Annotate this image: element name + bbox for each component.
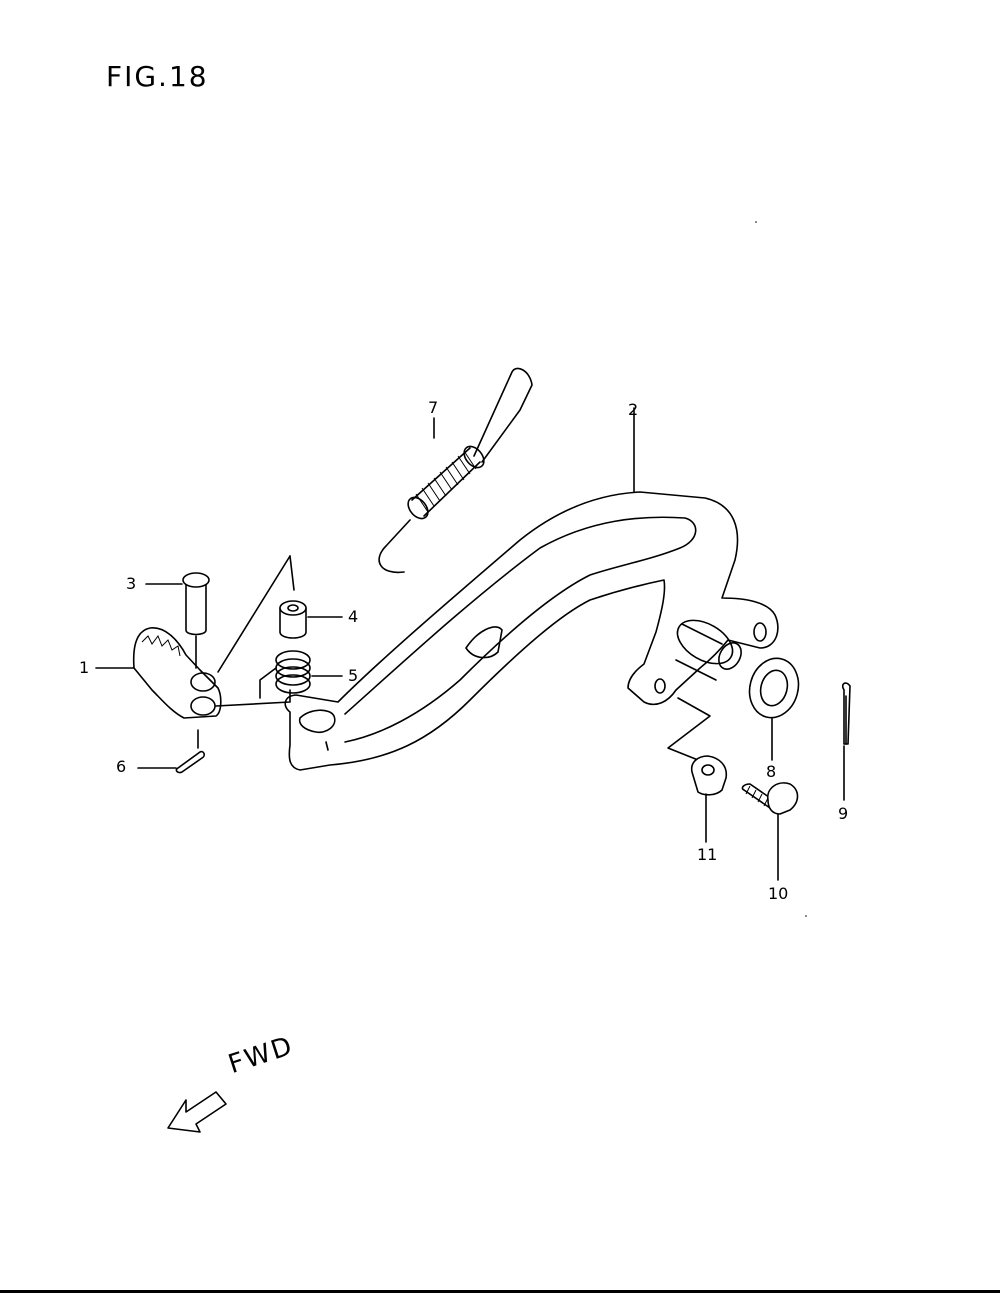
callout-7: 7 — [428, 398, 439, 417]
coil-spring-part-5 — [275, 650, 343, 694]
pedal-tip-part-1 — [95, 627, 222, 719]
pin-part-3 — [145, 572, 210, 669]
spring-part-7 — [378, 367, 533, 574]
cotter-pin-part-9 — [841, 682, 851, 801]
callout-3: 3 — [126, 574, 137, 593]
nut-part-11 — [690, 755, 728, 843]
brake-pedal-part-2 — [284, 407, 779, 771]
bolt-part-10 — [741, 782, 799, 881]
scan-specks — [755, 221, 807, 917]
callout-6: 6 — [116, 757, 127, 776]
bottom-border — [0, 1290, 1000, 1293]
callout-10: 10 — [768, 884, 789, 903]
washer-part-8 — [748, 657, 800, 761]
callout-1: 1 — [79, 658, 90, 677]
figure-title: FIG.18 — [106, 60, 209, 93]
cotter-pin-part-6 — [137, 750, 205, 774]
fwd-arrow-icon — [167, 1091, 227, 1133]
collar-part-4 — [279, 600, 343, 639]
assembly-lines — [197, 555, 711, 761]
callout-9: 9 — [838, 804, 849, 823]
callout-11: 11 — [697, 845, 718, 864]
callout-2: 2 — [628, 400, 639, 419]
callout-8: 8 — [766, 762, 777, 781]
callout-5: 5 — [348, 666, 359, 685]
callout-4: 4 — [348, 607, 359, 626]
